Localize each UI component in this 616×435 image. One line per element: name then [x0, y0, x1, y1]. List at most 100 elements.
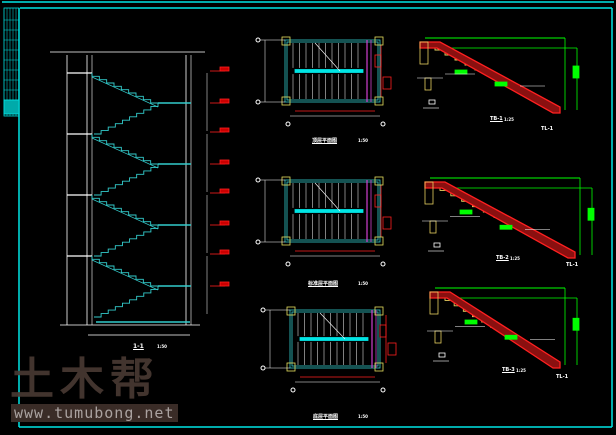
plan-outline — [284, 39, 381, 103]
plan-scale-2: 1:50 — [358, 281, 368, 286]
stair-flight-up — [91, 256, 158, 287]
plan-column — [286, 306, 296, 316]
plan-rebar-label — [374, 194, 382, 208]
plan-outline-inner — [291, 311, 379, 367]
plan-axis-bubble — [285, 121, 291, 127]
plan-scale-3: 1:50 — [358, 414, 368, 419]
stair-flight-return — [94, 164, 159, 196]
plan-direction-arrow — [314, 182, 341, 212]
plan-column — [286, 362, 296, 372]
detail-rebar-label — [464, 319, 478, 325]
detail-top-beam — [419, 41, 429, 65]
stair-detail-tb-2 — [422, 177, 595, 259]
elevation-label — [219, 188, 230, 194]
plan-handrail — [294, 69, 364, 73]
plan-column — [374, 96, 384, 106]
plan-column — [374, 176, 384, 186]
plan-outline-inner — [286, 41, 379, 101]
stair-plan-3 — [260, 306, 397, 393]
stair-detail-tb-3 — [427, 287, 580, 369]
stair-detail-tb-1 — [417, 37, 580, 114]
stair-flight-return — [94, 225, 159, 257]
detail-beam-section — [429, 220, 437, 234]
plan-axis-bubble — [380, 387, 386, 393]
elevation-label — [219, 127, 230, 133]
plan-rebar-label — [379, 324, 387, 338]
plan-outline-inner — [286, 181, 379, 241]
plan-rebar-label — [382, 216, 392, 230]
detail-dimension-label — [572, 317, 580, 331]
detail-rebar-slab — [419, 41, 561, 114]
plan-outline — [284, 179, 381, 243]
detail-beam-section-label — [433, 242, 441, 248]
plan-outline — [289, 309, 381, 369]
stair-plan-1 — [255, 36, 392, 127]
section-scale: 1:50 — [157, 344, 167, 349]
detail-title-2: TB-2 — [496, 255, 509, 261]
plan-title-1: 顶层平面图 — [312, 138, 338, 144]
detail-scale-3: 1:25 — [516, 368, 526, 373]
plan-axis-bubble — [255, 239, 261, 245]
plan-column — [374, 306, 384, 316]
detail-beam-section — [434, 330, 442, 344]
plan-axis-bubble — [380, 121, 386, 127]
elevation-label — [219, 159, 230, 165]
elevation-label — [219, 249, 230, 255]
plan-column — [374, 362, 384, 372]
drawing-frame — [2, 1, 614, 428]
stair-flight-return — [94, 103, 159, 135]
detail-rebar-label — [499, 224, 513, 230]
detail-scale-2: 1:25 — [510, 256, 520, 261]
detail-dimension-label — [587, 207, 595, 221]
plan-rebar-label — [382, 76, 392, 90]
plan-column — [281, 176, 291, 186]
plan-handrail — [294, 209, 364, 213]
elevation-label — [219, 220, 230, 226]
plan-axis-bubble — [255, 37, 261, 43]
section-1-1 — [50, 51, 230, 336]
detail-beam-3: TL-1 — [556, 374, 569, 380]
detail-top-beam — [429, 291, 439, 315]
plan-title-2: 标准层平面图 — [308, 281, 339, 287]
detail-rebar-label — [504, 334, 518, 340]
detail-beam-2: TL-1 — [566, 262, 579, 268]
plan-rebar-label — [387, 342, 397, 356]
stair-flight-up — [91, 195, 158, 226]
plan-column — [281, 36, 291, 46]
stair-flight-up — [91, 73, 158, 104]
elevation-label — [219, 66, 230, 72]
detail-rebar-label — [454, 69, 468, 75]
plan-title-3: 底层平面图 — [313, 414, 339, 420]
plan-axis-bubble — [255, 177, 261, 183]
plan-column — [281, 236, 291, 246]
plan-axis-bubble — [255, 99, 261, 105]
plan-column — [374, 36, 384, 46]
stair-slab-underside — [91, 198, 159, 230]
detail-scale-1: 1:25 — [504, 117, 514, 122]
detail-title-3: TB-3 — [502, 367, 515, 373]
plan-rebar-label — [374, 54, 382, 68]
plan-axis-bubble — [260, 307, 266, 313]
stair-flight-up — [91, 134, 158, 165]
detail-beam-section-label — [428, 99, 436, 105]
title-block-box — [3, 7, 20, 117]
detail-beam-section-label — [438, 352, 446, 358]
detail-rebar-label — [459, 209, 473, 215]
section-title: 1-1 — [133, 343, 144, 350]
plan-axis-bubble — [260, 365, 266, 371]
stair-plan-2 — [255, 176, 392, 267]
elevation-label — [219, 98, 230, 104]
plan-axis-bubble — [290, 387, 296, 393]
plan-handrail — [299, 337, 369, 341]
detail-top-beam — [424, 181, 434, 205]
watermark-url: www.tumubong.net — [11, 404, 178, 422]
detail-beam-1: TL-1 — [541, 126, 554, 132]
stair-flight-return — [94, 286, 159, 318]
title-block — [3, 7, 20, 117]
plan-column — [281, 96, 291, 106]
detail-rebar-slab — [429, 291, 561, 369]
plan-direction-arrow — [319, 312, 346, 340]
detail-rebar-label — [494, 81, 508, 87]
